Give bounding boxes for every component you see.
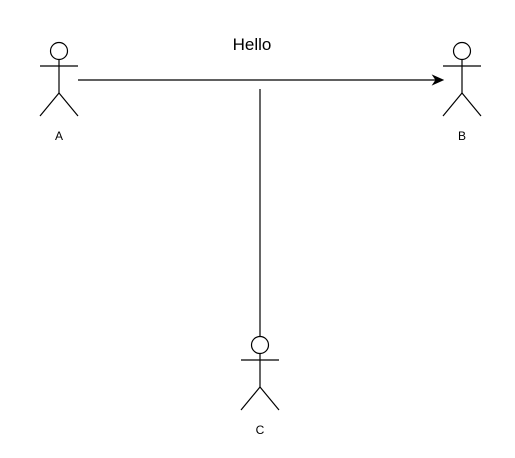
actor-a-left-leg — [39, 92, 60, 117]
actor-a-label: A — [55, 129, 63, 143]
actor-c[interactable]: C — [240, 335, 280, 438]
actor-a[interactable]: A — [39, 41, 79, 144]
actor-c-left-leg — [240, 386, 261, 411]
actor-b[interactable]: B — [442, 41, 482, 144]
message-a-to-b[interactable]: Hello — [78, 35, 445, 86]
actor-c-label: C — [256, 423, 265, 437]
actor-c-right-leg — [259, 386, 280, 411]
message-arrowhead — [431, 74, 445, 86]
actor-a-head — [49, 41, 69, 61]
actor-b-right-leg — [461, 92, 482, 117]
actor-b-head — [452, 41, 472, 61]
actor-c-head — [250, 335, 270, 355]
actor-b-left-leg — [442, 92, 463, 117]
message-label: Hello — [233, 35, 272, 54]
actor-a-right-leg — [58, 92, 79, 117]
actor-b-label: B — [458, 129, 466, 143]
